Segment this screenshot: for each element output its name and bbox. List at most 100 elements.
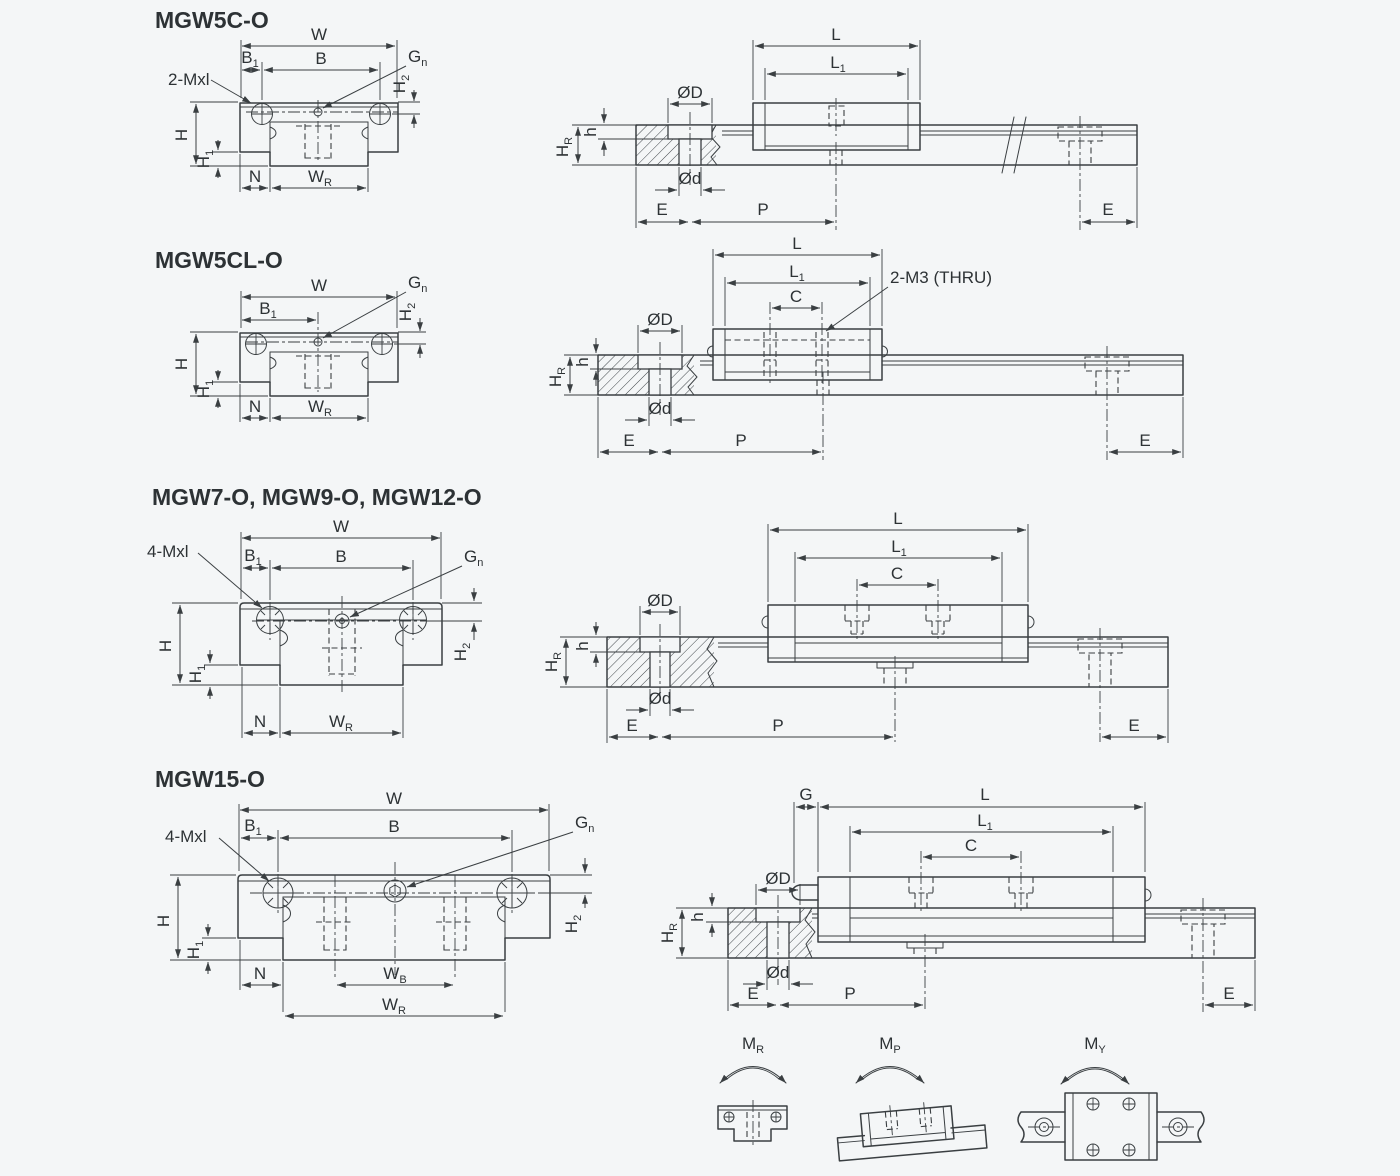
dim-L: L (752, 25, 921, 100)
dim-label-P: P (757, 200, 768, 219)
callout-Gn: Gn (322, 273, 427, 339)
dim-WR: WR (271, 167, 369, 192)
dim-W: W (240, 276, 398, 328)
callout-Gn: Gn (322, 47, 427, 109)
screw-right (371, 333, 393, 355)
dim-label-E: E (656, 200, 667, 219)
dim-N: N (241, 667, 281, 738)
dim-label-H2: H2 (451, 643, 473, 661)
screw-left (251, 103, 273, 125)
dim-label-WR: WR (329, 712, 353, 734)
centerlines (246, 100, 398, 162)
dim-label-B: B (335, 547, 346, 566)
dim-label-4-Mxl: 4-Mxl (147, 542, 189, 561)
dim-label-C: C (790, 287, 802, 306)
mgw15-side-view: G L L1 C ØD h HR Ød E P E (658, 785, 1256, 1012)
dim-label-h: h (581, 127, 600, 136)
centerlines (246, 312, 398, 392)
rail-break-lines (1001, 116, 1027, 174)
dim-label-HR: HR (542, 652, 564, 672)
dim-L1: L1 (849, 811, 1114, 872)
dim-label-Od: Ød (679, 169, 702, 188)
dim-label-H: H (154, 915, 173, 927)
dim-label-Od: Ød (649, 399, 672, 418)
mgw7912-side-view: L L1 C ØD h HR Ød E P E (542, 509, 1169, 743)
moment-label-MY: MY (1084, 1034, 1106, 1056)
dim-H: H (154, 874, 281, 961)
section-title: MGW5C-O (155, 7, 269, 33)
dim-label-L1: L1 (891, 537, 907, 559)
dim-label-L1: L1 (977, 811, 993, 833)
dim-label-OD: ØD (677, 83, 703, 102)
dim-H: H (156, 602, 278, 686)
dim-E-right: E (1081, 167, 1138, 228)
dim-E-left: E (606, 689, 659, 743)
dim-WR: WR (282, 962, 506, 1019)
mgw5c-front-view: W B B1 Gn 2-Mxl H2 H H1 N WR (168, 25, 427, 192)
dim-P: P (661, 716, 894, 740)
dim-label-H1: H1 (194, 150, 216, 168)
dim-label-2-Mxl: 2-Mxl (168, 70, 210, 89)
dim-label-P: P (772, 716, 783, 735)
dim-label-WR: WR (382, 995, 406, 1017)
block-outline (239, 602, 443, 666)
dim-OD: ØD (667, 83, 713, 123)
dim-H1: H1 (194, 370, 238, 408)
moment-MP: MP (836, 1034, 988, 1162)
dim-label-2-M3-THRU: 2-M3 (THRU) (890, 268, 992, 287)
dim-label-H: H (172, 129, 191, 141)
dim-label-Gn: Gn (408, 47, 427, 69)
dim-label-P: P (735, 431, 746, 450)
dim-L: L (767, 509, 1029, 602)
moment-diagrams: MR MP MY (717, 1034, 1205, 1162)
dim-label-L: L (831, 25, 840, 44)
dim-E-right: E (1204, 960, 1256, 1011)
dim-label-Gn: Gn (464, 547, 483, 569)
rail-outline (269, 151, 369, 167)
block-top (1064, 1092, 1158, 1161)
mgw7912-front-view: W B B1 4-Mxl Gn H2 H H1 N WR (147, 517, 483, 738)
carriage-block (752, 98, 921, 230)
rail-groove-lines (812, 913, 1255, 919)
moment-arc (855, 1066, 925, 1084)
dim-h: h (573, 338, 638, 386)
callout-4-Mxl: 4-Mxl (147, 542, 263, 609)
dim-label-L: L (980, 785, 989, 804)
mgw5cl-front-view: W B1 Gn H2 H H1 N WR (172, 273, 427, 422)
dim-label-W: W (386, 789, 402, 808)
dim-label-h: h (573, 641, 592, 650)
dim-label-E2: E (1128, 716, 1139, 735)
mini-top-view (1017, 1092, 1205, 1161)
dim-label-E2: E (1223, 984, 1234, 1003)
dim-label-H1: H1 (184, 941, 206, 959)
dim-H2: H2 (394, 303, 426, 358)
dim-E-left: E (635, 167, 689, 228)
dim-label-B1: B1 (241, 48, 258, 70)
dim-E-right: E (1101, 689, 1169, 743)
dim-WB: WB (336, 964, 454, 988)
dim-label-L: L (792, 234, 801, 253)
mini-side-view (836, 1102, 988, 1162)
dim-label-C: C (891, 564, 903, 583)
mgw15-front-view: W B B1 4-Mxl Gn H2 H H1 N WB WR (154, 789, 594, 1019)
dim-label-HR: HR (546, 367, 568, 387)
dim-C: C (922, 836, 1020, 860)
screw-right (369, 103, 391, 125)
dim-C: C (858, 564, 937, 588)
callout-Gn: Gn (349, 547, 483, 618)
hidden-rail-hole-right (1084, 346, 1130, 460)
dim-label-E: E (747, 984, 758, 1003)
block-outline (237, 874, 551, 939)
dim-label-C: C (965, 836, 977, 855)
dim-label-H2: H2 (390, 75, 412, 93)
section-mgw7-9-12: MGW7-O, MGW9-O, MGW12-O W B B1 4-Mxl Gn … (147, 484, 1169, 743)
dim-WR: WR (281, 687, 404, 738)
dim-L: L (817, 785, 1146, 872)
moment-arc (719, 1066, 787, 1084)
dim-h: h (573, 622, 640, 667)
dim-E-right: E (1108, 397, 1184, 458)
dim-H2: H2 (430, 588, 482, 661)
dim-label-B: B (388, 817, 399, 836)
dim-label-Gn: Gn (575, 813, 594, 835)
